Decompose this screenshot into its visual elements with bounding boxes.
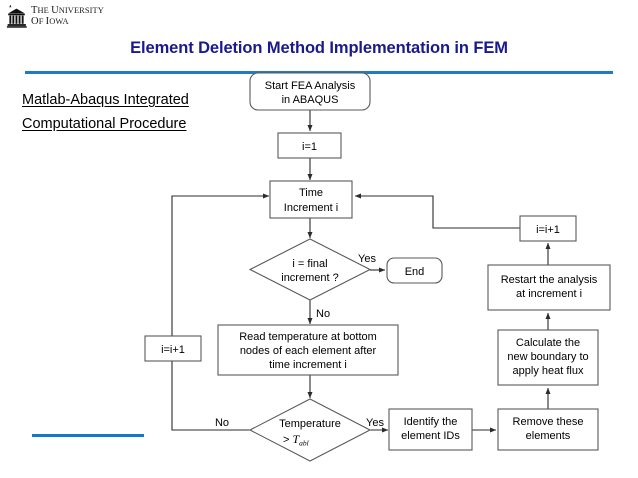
node-calc-line-2: new boundary to bbox=[507, 351, 588, 363]
node-read-line-2: nodes of each element after bbox=[240, 345, 377, 357]
node-dtemp-line-1: Temperature bbox=[279, 418, 341, 430]
node-start-fea[interactable]: Start FEA Analysis in ABAQUS bbox=[249, 72, 371, 111]
edge-inc-right-to-timeinc bbox=[354, 193, 520, 229]
node-time-line-1: Time bbox=[299, 187, 323, 199]
logo-line-2: OF IOWA bbox=[31, 15, 69, 27]
node-identify-line-1: Identify the bbox=[404, 416, 458, 428]
old-capitol-building-icon bbox=[6, 4, 28, 29]
node-increment-right[interactable]: i=i+1 bbox=[519, 215, 577, 242]
caption-line-1: Matlab-Abaqus Integrated bbox=[22, 92, 189, 108]
node-start-line-2: in ABAQUS bbox=[282, 94, 339, 106]
node-identify-elements[interactable]: Identify the element IDs bbox=[388, 408, 473, 451]
node-remove-elements[interactable]: Remove these elements bbox=[497, 408, 599, 451]
node-inc-right-label: i=i+1 bbox=[536, 224, 560, 236]
edge-label-no-bottom: No bbox=[215, 417, 229, 429]
footer-accent-bar bbox=[32, 434, 144, 437]
node-calculate-boundary[interactable]: Calculate the new boundary to apply heat… bbox=[497, 329, 599, 386]
edge-label-yes-bottom: Yes bbox=[366, 417, 384, 429]
node-remove-line-1: Remove these bbox=[513, 416, 584, 428]
node-calc-line-1: Calculate the bbox=[516, 337, 580, 349]
edge-label-no-top: No bbox=[316, 308, 330, 320]
edge-dtemp-no-to-timeinc bbox=[171, 193, 270, 431]
node-decision-final-increment[interactable]: i = final increment ? bbox=[248, 238, 372, 301]
university-logo: THE UNIVERSITY OF IOWA bbox=[6, 4, 118, 31]
node-restart-line-2: at increment i bbox=[516, 288, 582, 300]
node-remove-line-2: elements bbox=[526, 430, 571, 442]
node-decision-temperature[interactable]: Temperature >Tabl bbox=[248, 398, 372, 462]
node-read-line-1: Read temperature at bottom bbox=[239, 331, 377, 343]
node-time-line-2: Increment i bbox=[284, 202, 338, 214]
flow-connectors bbox=[171, 110, 551, 433]
edge-label-yes-top: Yes bbox=[358, 253, 376, 265]
node-increment-left[interactable]: i=i+1 bbox=[144, 335, 202, 362]
node-dfinal-line-2: increment ? bbox=[281, 272, 338, 284]
node-restart-line-1: Restart the analysis bbox=[501, 274, 598, 286]
node-inc-left-label: i=i+1 bbox=[161, 344, 185, 356]
node-dtemp-line-2: >Tabl bbox=[283, 432, 309, 448]
node-end[interactable]: End bbox=[386, 257, 443, 284]
node-read-line-3: time increment i bbox=[269, 359, 347, 371]
node-init-label: i=1 bbox=[302, 141, 317, 153]
node-identify-line-2: element IDs bbox=[401, 430, 460, 442]
node-calc-line-3: apply heat flux bbox=[513, 365, 584, 377]
slide-title: Element Deletion Method Implementation i… bbox=[130, 39, 508, 57]
node-read-temperature[interactable]: Read temperature at bottom nodes of each… bbox=[217, 324, 399, 376]
node-init[interactable]: i=1 bbox=[277, 132, 342, 159]
logo-line-1: THE UNIVERSITY bbox=[31, 5, 104, 16]
node-dfinal-line-1: i = final bbox=[292, 258, 327, 270]
procedure-caption: Matlab-Abaqus Integrated Computational P… bbox=[22, 88, 232, 136]
node-end-label: End bbox=[405, 266, 425, 278]
node-restart-analysis[interactable]: Restart the analysis at increment i bbox=[487, 264, 611, 311]
node-start-line-1: Start FEA Analysis bbox=[265, 80, 356, 92]
caption-line-2: Computational Procedure bbox=[22, 116, 187, 132]
node-time-increment[interactable]: Time Increment i bbox=[269, 180, 353, 219]
